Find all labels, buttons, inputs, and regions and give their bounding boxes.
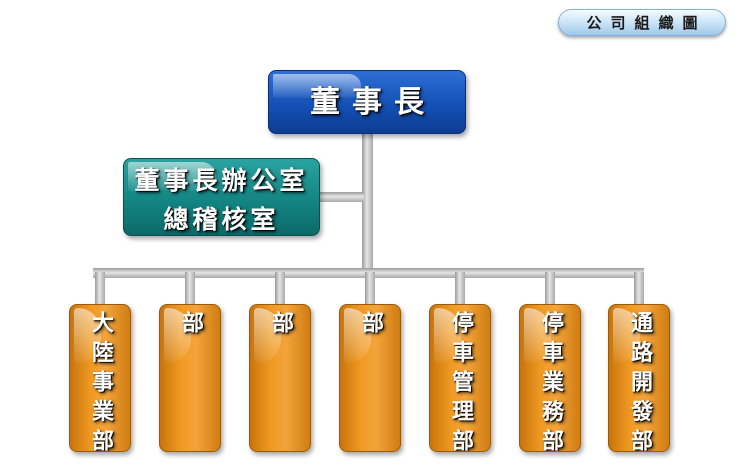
org-chart-title-badge: 公司組織圖: [558, 9, 726, 36]
department-label: 大陸事業部: [88, 311, 114, 451]
org-chart-title: 公司組織圖: [586, 14, 707, 32]
drop-connector-2: [185, 272, 195, 306]
chairman-box: 董事長: [268, 70, 466, 134]
department-box-mainland: 大陸事業部: [69, 304, 131, 452]
drop-connector-7: [634, 272, 644, 306]
drop-connector-6: [545, 272, 555, 306]
department-label: 停車業務部: [538, 311, 564, 451]
office-label-line-2: 總稽核室: [163, 205, 280, 234]
office-branch-connector: [320, 192, 364, 202]
department-label: 通路開發部: [627, 311, 653, 451]
department-label: 停車管理部: [448, 311, 474, 451]
department-label: 資訊部: [358, 311, 384, 359]
department-box-accounting: 會計部: [249, 304, 311, 452]
department-box-engineering: 工程部: [159, 304, 221, 452]
chairman-office-box: 董事長辦公室 總稽核室: [123, 158, 320, 236]
office-label-line-1: 董事長辦公室: [134, 166, 309, 195]
department-box-parking-business: 停車業務部: [519, 304, 581, 452]
department-box-channel-development: 通路開發部: [608, 304, 670, 452]
trunk-connector: [362, 134, 373, 272]
department-box-parking-management: 停車管理部: [429, 304, 491, 452]
drop-connector-4: [365, 272, 375, 306]
department-box-it: 資訊部: [339, 304, 401, 452]
chairman-label: 董事長: [310, 85, 436, 120]
department-label: 會計部: [268, 311, 294, 359]
drop-connector-5: [455, 272, 465, 306]
department-label: 工程部: [178, 311, 204, 359]
drop-connector-3: [275, 272, 285, 306]
drop-connector-1: [95, 272, 105, 306]
